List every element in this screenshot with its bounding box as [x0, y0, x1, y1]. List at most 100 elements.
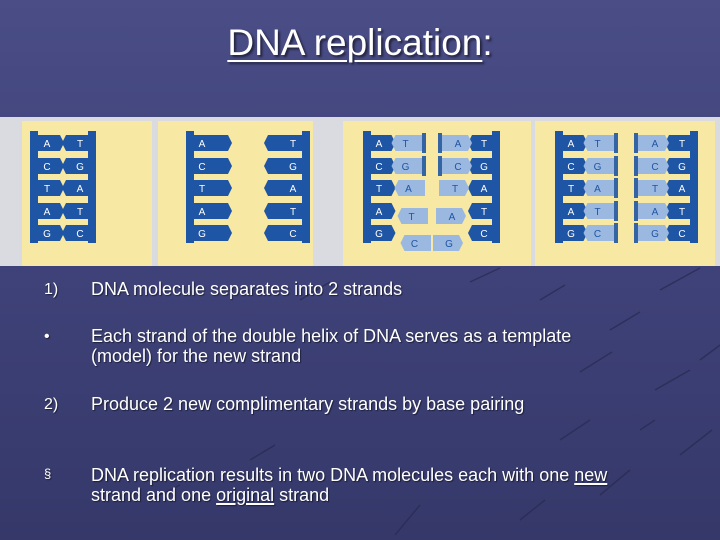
- base-left: [38, 225, 64, 241]
- new-backbone-segment: [438, 133, 442, 153]
- base-letter: C: [198, 162, 205, 173]
- base-letter: C: [289, 229, 296, 240]
- base-original: [563, 135, 588, 151]
- base-original: [563, 203, 588, 219]
- bullet-text-4-original: original: [216, 485, 275, 505]
- base-original: [563, 180, 588, 196]
- base-original: [665, 180, 690, 196]
- new-backbone-segment: [634, 156, 638, 176]
- base-letter: A: [376, 139, 383, 150]
- backbone-right: [302, 131, 310, 243]
- base-right: [264, 225, 302, 241]
- bullet-text-4-part2: strand and one: [91, 485, 217, 505]
- base-letter: G: [480, 162, 488, 173]
- base-original: [563, 158, 588, 174]
- base-new: [436, 208, 466, 224]
- base-new: [583, 158, 614, 174]
- base-letter: A: [199, 139, 206, 150]
- base-right: [264, 180, 302, 196]
- bullet-text-2-line1: Each strand of the double helix of DNA s…: [91, 326, 572, 346]
- base-letter-new: T: [452, 184, 458, 195]
- base-letter: A: [568, 139, 575, 150]
- base-original: [468, 135, 492, 151]
- base-original: [665, 158, 690, 174]
- base-new: [583, 135, 614, 151]
- base-original: [371, 203, 396, 219]
- base-letter: A: [376, 207, 383, 218]
- base-letter: C: [567, 162, 574, 173]
- base-left: [194, 180, 232, 196]
- backbone-right: [88, 131, 96, 243]
- base-letter: A: [44, 139, 51, 150]
- base-letter-new: C: [594, 229, 601, 240]
- page-title: DNA replication:: [227, 22, 493, 63]
- base-letter: A: [77, 184, 84, 195]
- base-original: [371, 158, 396, 174]
- base-letter-new: T: [652, 184, 658, 195]
- base-original: [468, 158, 492, 174]
- new-backbone-segment: [634, 133, 638, 153]
- base-letter: G: [43, 229, 51, 240]
- bullet-text-4-part1: DNA replication results in two DNA molec…: [91, 465, 575, 485]
- base-letter-new: A: [455, 139, 462, 150]
- base-original: [468, 180, 492, 196]
- base-letter: T: [481, 139, 487, 150]
- base-letter: C: [76, 229, 83, 240]
- base-new: [583, 203, 614, 219]
- new-backbone-segment: [634, 223, 638, 243]
- base-letter-new: G: [402, 162, 410, 173]
- base-letter-new: A: [405, 184, 412, 195]
- base-letter: T: [679, 207, 685, 218]
- new-backbone-segment: [614, 178, 618, 198]
- new-backbone-segment: [614, 133, 618, 153]
- backbone-original: [363, 131, 371, 243]
- bullet-text-4: DNA replication results in two DNA molec…: [91, 465, 607, 505]
- base-new: [638, 135, 669, 151]
- base-letter-new: C: [411, 239, 418, 250]
- base-letter: A: [679, 184, 686, 195]
- base-letter-new: A: [594, 184, 601, 195]
- base-letter: A: [290, 184, 297, 195]
- base-letter-new: C: [651, 162, 658, 173]
- base-new: [583, 225, 614, 241]
- base-left: [194, 158, 232, 174]
- base-original: [371, 135, 396, 151]
- base-right: [62, 203, 88, 219]
- base-left: [194, 203, 232, 219]
- base-right: [62, 158, 88, 174]
- base-letter: A: [481, 184, 488, 195]
- new-backbone-segment: [634, 201, 638, 221]
- base-letter: A: [44, 207, 51, 218]
- base-new: [442, 158, 472, 174]
- base-left: [38, 158, 64, 174]
- base-letter-new: T: [594, 139, 600, 150]
- base-letter: T: [77, 139, 83, 150]
- base-letter: T: [679, 139, 685, 150]
- base-letter: G: [567, 229, 575, 240]
- base-left: [194, 135, 232, 151]
- new-backbone-segment: [438, 156, 442, 176]
- backbone-original: [690, 131, 698, 243]
- base-letter: T: [199, 184, 205, 195]
- backbone-original: [555, 131, 563, 243]
- base-left: [38, 203, 64, 219]
- base-letter-new: T: [408, 212, 414, 223]
- base-right: [264, 203, 302, 219]
- base-letter: T: [568, 184, 574, 195]
- bullet-marker-1: 1): [44, 281, 59, 298]
- new-backbone-segment: [614, 223, 618, 243]
- base-letter: T: [290, 139, 296, 150]
- base-letter-new: G: [445, 239, 453, 250]
- base-new: [583, 180, 614, 196]
- base-letter-new: T: [594, 207, 600, 218]
- base-letter: C: [43, 162, 50, 173]
- base-left: [194, 225, 232, 241]
- base-new: [439, 180, 469, 196]
- base-original: [371, 225, 396, 241]
- base-letter: T: [77, 207, 83, 218]
- backbone-original: [492, 131, 500, 243]
- new-backbone-segment: [422, 156, 426, 176]
